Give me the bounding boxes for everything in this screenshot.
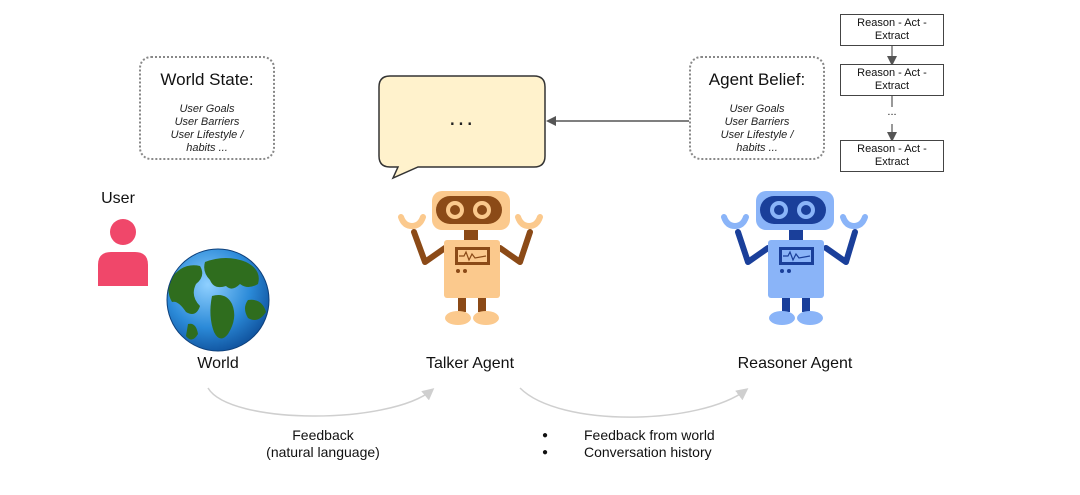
reasoning-step-box: Reason - Act - Extract — [840, 14, 944, 46]
agent-belief-line: User Lifestyle / — [720, 129, 794, 141]
agent-belief-line: User Barriers — [724, 116, 790, 128]
feedback-caption-line: Feedback — [292, 427, 354, 443]
speech-bubble-text: ... — [448, 104, 475, 131]
bullet-icon: ● — [542, 447, 549, 458]
world-state-line: habits ... — [186, 142, 228, 154]
speech-bubble-shape — [378, 75, 546, 180]
reasoning-step-line: Extract — [874, 156, 910, 168]
reasoner-robot-icon — [721, 191, 868, 325]
reasoning-chain-ellipsis: ... — [880, 107, 904, 118]
feedback-caption: Feedback (natural language) — [243, 427, 403, 461]
world-state-line: User Barriers — [174, 116, 240, 128]
reasoner-agent-label: Reasoner Agent — [737, 355, 853, 372]
feedback-caption-line: (natural language) — [266, 444, 380, 460]
reasoning-step-line: Extract — [874, 80, 910, 92]
feedback-list-item: ● Conversation history — [542, 444, 762, 461]
world-state-box: World State: User Goals User Barriers Us… — [139, 56, 275, 160]
flow-arrow-talker-to-reasoner — [519, 387, 749, 418]
agent-belief-box: Agent Belief: User Goals User Barriers U… — [689, 56, 825, 160]
world-state-title: World State: — [160, 70, 254, 89]
world-label: World — [197, 355, 239, 372]
reasoning-step-line: Extract — [874, 30, 910, 42]
reasoning-step-line: Reason - Act - — [857, 143, 927, 155]
talker-robot-icon — [398, 191, 543, 325]
agent-belief-title: Agent Belief: — [708, 70, 806, 89]
world-state-line: User Lifestyle / — [170, 129, 244, 141]
agent-belief-line: User Goals — [729, 103, 785, 115]
reasoning-step-line: Reason - Act - — [857, 67, 927, 79]
agent-belief-line: habits ... — [736, 142, 778, 154]
feedback-list: ● Feedback from world ● Conversation his… — [542, 427, 762, 461]
globe-icon — [166, 248, 270, 352]
flow-arrow-world-to-talker — [207, 387, 435, 417]
talker-agent-label: Talker Agent — [425, 355, 515, 372]
bullet-icon: ● — [542, 430, 549, 441]
user-icon — [98, 219, 148, 286]
user-label: User — [101, 190, 135, 207]
feedback-list-text: Conversation history — [584, 444, 712, 460]
reasoning-step-box: Reason - Act - Extract — [840, 64, 944, 96]
world-state-line: User Goals — [179, 103, 235, 115]
reasoning-step-box: Reason - Act - Extract — [840, 140, 944, 172]
reasoning-step-line: Reason - Act - — [857, 17, 927, 29]
feedback-list-text: Feedback from world — [584, 427, 715, 443]
feedback-list-item: ● Feedback from world — [542, 427, 762, 444]
